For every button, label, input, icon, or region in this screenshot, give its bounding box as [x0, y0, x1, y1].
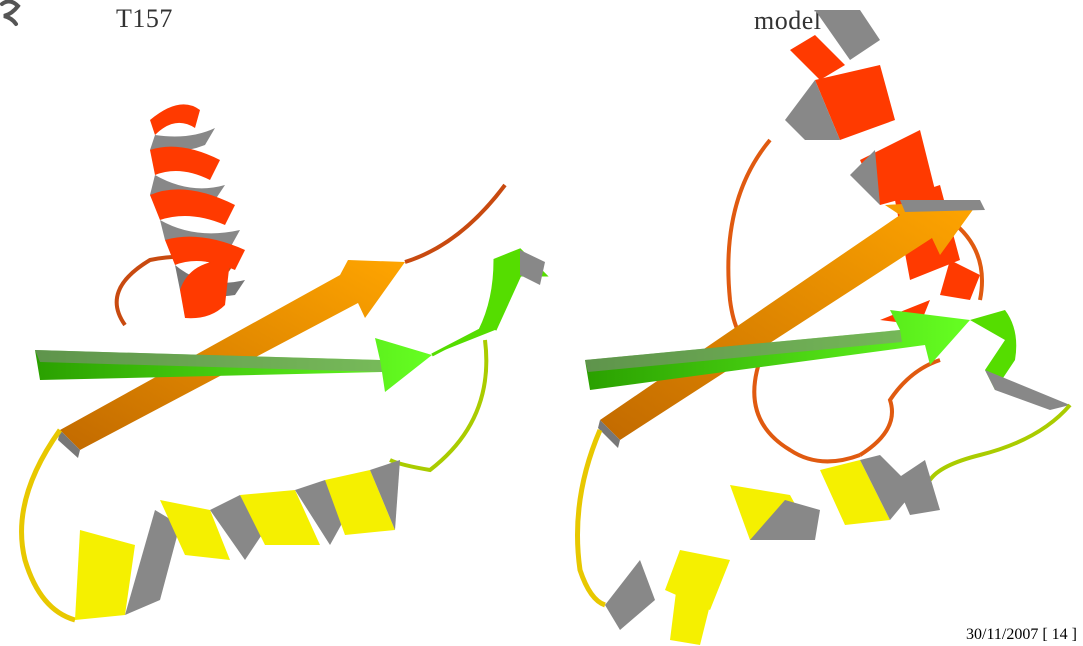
slide-footer: 30/11/2007 [ 14 ]: [966, 626, 1077, 644]
protein-structure-t157: [0, 0, 560, 646]
alpha-helix-red: [117, 104, 245, 325]
slide-page-number: [ 14 ]: [1042, 626, 1077, 643]
beta-strand-orange: [58, 185, 505, 458]
protein-structure-model: [560, 0, 1083, 646]
slide-date: 30/11/2007: [966, 626, 1038, 643]
alpha-helix-yellow: [578, 405, 1071, 645]
alpha-helix-yellow: [22, 340, 487, 620]
coil-orange: [728, 140, 982, 461]
